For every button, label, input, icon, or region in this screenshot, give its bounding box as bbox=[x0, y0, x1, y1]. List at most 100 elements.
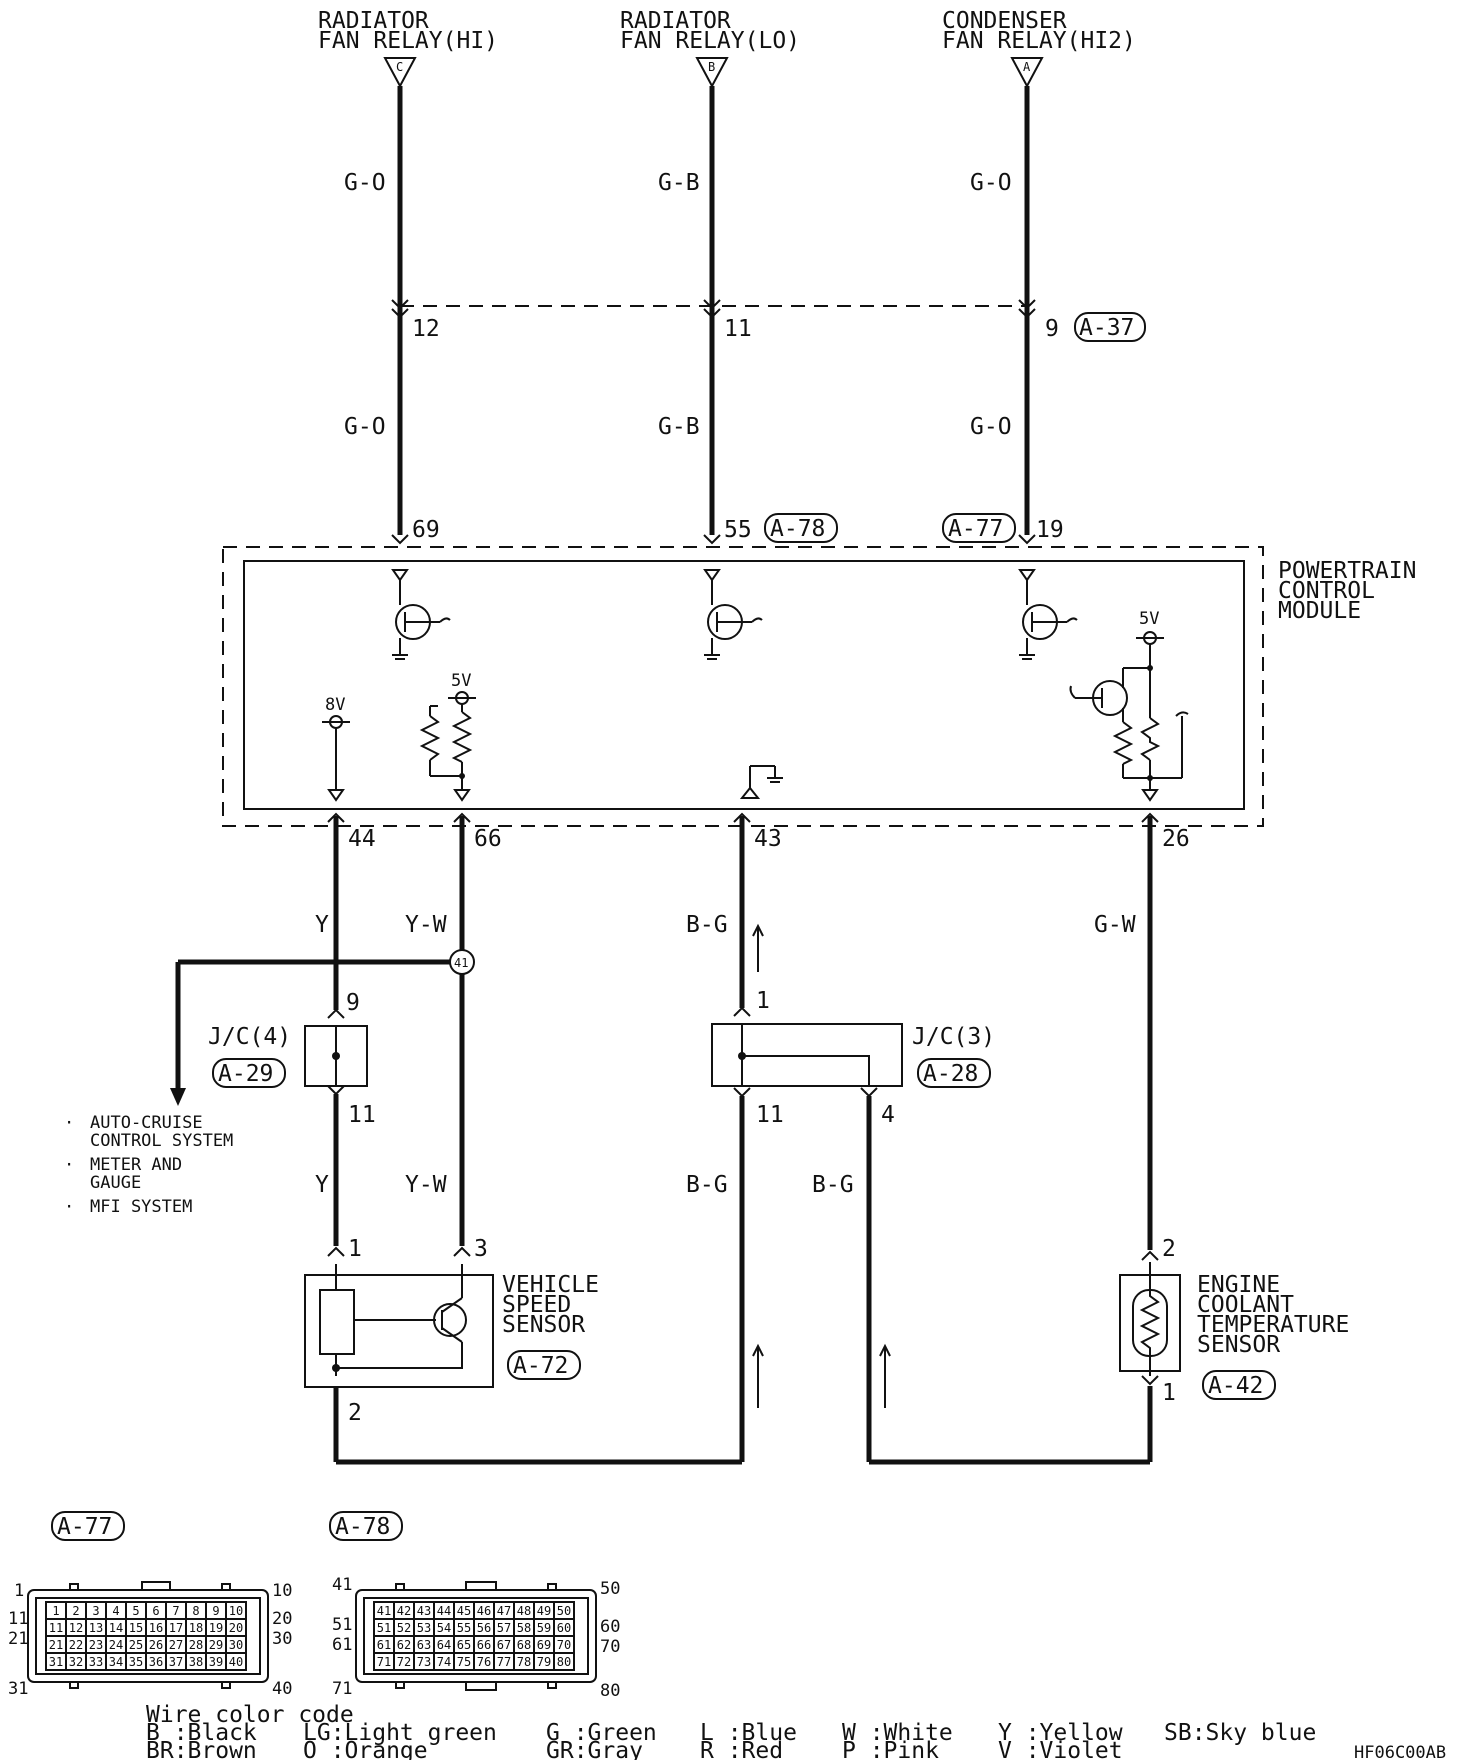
connector-tag-a72 bbox=[507, 1350, 581, 1380]
supply-5v-ect-label: 5V bbox=[1139, 609, 1159, 629]
connector-tag-a37 bbox=[1074, 312, 1146, 342]
legend-item-3-1: R :Red bbox=[700, 1738, 783, 1760]
connector-a77-cavity-label-24: 24 bbox=[109, 1638, 123, 1652]
vss-label-3: SENSOR bbox=[502, 1312, 585, 1338]
connector-a77-cavity-label-10: 10 bbox=[229, 1604, 243, 1618]
connector-tag-a77 bbox=[942, 513, 1016, 543]
connector-a78-cavity-label-48: 48 bbox=[517, 1604, 531, 1618]
connector-label-a77: A-77 bbox=[948, 516, 1003, 542]
wire-color-legend: Wire color code B :Black BR:Brown LG:Lig… bbox=[146, 1702, 1316, 1760]
jc3-internal-b bbox=[742, 1055, 870, 1086]
connector-a-letter: A bbox=[1023, 60, 1031, 74]
connector-a78-cavity-80 bbox=[553, 1652, 575, 1671]
connector-a77-cavity-label-18: 18 bbox=[189, 1621, 203, 1635]
connector-a77-cavity-label-21: 21 bbox=[49, 1638, 63, 1652]
current-flow-arrow-up bbox=[752, 923, 764, 972]
wire-color-lo-top: G-B bbox=[658, 170, 700, 196]
relay-lo-name-2: FAN RELAY(LO) bbox=[620, 28, 800, 54]
relay-lo-name-1: RADIATOR bbox=[620, 8, 731, 34]
connector-a78-cavity-label-54: 54 bbox=[437, 1621, 451, 1635]
wire-color-bg-bottom-2: B-G bbox=[812, 1172, 854, 1198]
legend-item-5-1: V :Violet bbox=[998, 1738, 1123, 1760]
connector-view-a77-edges: 1 11 21 31 10 20 30 40 bbox=[8, 1581, 292, 1699]
connector-a77-cavity-40 bbox=[225, 1652, 247, 1671]
connector-chevrons-ect bbox=[1141, 1250, 1159, 1386]
connector-a78-cavity-label-46: 46 bbox=[477, 1604, 491, 1618]
connector-a78-cavity-label-64: 64 bbox=[437, 1638, 451, 1652]
a77-edge-1: 1 bbox=[14, 1581, 24, 1601]
pcm-outline-dashed bbox=[222, 546, 1264, 827]
connector-a77-cavity-label-7: 7 bbox=[172, 1604, 179, 1618]
system-auto-cruise-1: AUTO-CRUISE bbox=[90, 1113, 203, 1133]
connector-c-symbol bbox=[383, 57, 417, 89]
pcm-label-2: CONTROL bbox=[1278, 578, 1375, 604]
connector-a78-cavity-label-60: 60 bbox=[557, 1621, 571, 1635]
supply-5v-ect: 5V bbox=[1069, 609, 1189, 802]
joint-pin-9: 9 bbox=[1045, 316, 1059, 342]
connector-a77-cavity-label-26: 26 bbox=[149, 1638, 163, 1652]
legend-item-4-1: P :Pink bbox=[842, 1738, 939, 1760]
wire-color-hi2-top: G-O bbox=[970, 170, 1012, 196]
connector-a77-cavity-label-27: 27 bbox=[169, 1638, 183, 1652]
transistor-fan-hi2 bbox=[1018, 569, 1078, 660]
connector-a78-cavity-label-59: 59 bbox=[537, 1621, 551, 1635]
relay-hi-header: RADIATOR FAN RELAY(HI) C bbox=[318, 8, 498, 89]
a78-edge-70: 70 bbox=[600, 1637, 620, 1657]
jc3-pin-11: 11 bbox=[756, 1102, 784, 1128]
connector-label-a42: A-42 bbox=[1208, 1373, 1263, 1399]
wire-color-hi-top: G-O bbox=[344, 170, 386, 196]
connector-a78-cavity-label-78: 78 bbox=[517, 1655, 531, 1669]
transistor-fan-lo bbox=[703, 569, 763, 660]
wire-color-gw: G-W bbox=[1094, 912, 1136, 938]
vss-transistor-emitter bbox=[441, 1327, 463, 1343]
wire-color-yw-bottom: Y-W bbox=[405, 1172, 447, 1198]
legend-item-4-0: W :White bbox=[842, 1720, 953, 1746]
pcm-pin-55: 55 bbox=[724, 517, 752, 543]
connector-a77-cavity-label-1: 1 bbox=[52, 1604, 59, 1618]
connector-a78-cavity-label-58: 58 bbox=[517, 1621, 531, 1635]
connector-view-a78-tag bbox=[329, 1511, 403, 1541]
connector-a78-cavity-label-69: 69 bbox=[537, 1638, 551, 1652]
ect-label-3: TEMPERATURE bbox=[1197, 1312, 1349, 1338]
connector-a77-cavity-label-6: 6 bbox=[152, 1604, 159, 1618]
wire-color-lo-mid: G-B bbox=[658, 414, 700, 440]
vss-junction-dot bbox=[332, 1364, 340, 1372]
relay-hi-name-1: RADIATOR bbox=[318, 8, 429, 34]
connector-a78-cavity-label-61: 61 bbox=[377, 1638, 391, 1652]
wire-color-hi2-mid: G-O bbox=[970, 414, 1012, 440]
connector-a77-cavity-label-20: 20 bbox=[229, 1621, 243, 1635]
connector-tag-a78 bbox=[764, 513, 838, 543]
supply-8v-label: 8V bbox=[325, 695, 345, 715]
connector-a78-cavity-label-56: 56 bbox=[477, 1621, 491, 1635]
connector-a77-cavity-label-19: 19 bbox=[209, 1621, 223, 1635]
wire-color-yw-top: Y-W bbox=[405, 912, 447, 938]
svg-text:·: · bbox=[64, 1197, 74, 1217]
a77-edge-40: 40 bbox=[272, 1679, 292, 1699]
connector-a77-cavity-label-29: 29 bbox=[209, 1638, 223, 1652]
connector-a77-cavity-label-4: 4 bbox=[112, 1604, 119, 1618]
connector-a78-cavity-label-72: 72 bbox=[397, 1655, 411, 1669]
joint-pin-11: 11 bbox=[724, 316, 752, 342]
wire-color-hi-mid: G-O bbox=[344, 414, 386, 440]
connector-a77-cavity-label-8: 8 bbox=[192, 1604, 199, 1618]
connector-tag-a42 bbox=[1202, 1370, 1276, 1400]
connector-a77-cavity-label-34: 34 bbox=[109, 1655, 123, 1669]
legend-item-2-1: GR:Gray bbox=[546, 1738, 643, 1760]
connector-view-a77-title: A-77 bbox=[57, 1514, 112, 1540]
vss-lead-ground bbox=[336, 1342, 463, 1369]
connector-a78-cavity-label-52: 52 bbox=[397, 1621, 411, 1635]
connector-a77-cavity-label-36: 36 bbox=[149, 1655, 163, 1669]
vss-pin-2: 2 bbox=[348, 1400, 362, 1426]
connector-a77-cavity-label-17: 17 bbox=[169, 1621, 183, 1635]
connector-a78-cavity-label-66: 66 bbox=[477, 1638, 491, 1652]
vss-pin-3: 3 bbox=[474, 1236, 488, 1262]
connector-a78-cavity-label-67: 67 bbox=[497, 1638, 511, 1652]
connector-a77-cavity-label-23: 23 bbox=[89, 1638, 103, 1652]
splice-41-label: 41 bbox=[454, 956, 468, 970]
connector-a78-cavity-label-71: 71 bbox=[377, 1655, 391, 1669]
legend-item-6-0: SB:Sky blue bbox=[1164, 1720, 1316, 1746]
connector-a78-cavity-label-43: 43 bbox=[417, 1604, 431, 1618]
system-meter-1: METER AND bbox=[90, 1155, 182, 1175]
connector-a78-cavity-label-53: 53 bbox=[417, 1621, 431, 1635]
